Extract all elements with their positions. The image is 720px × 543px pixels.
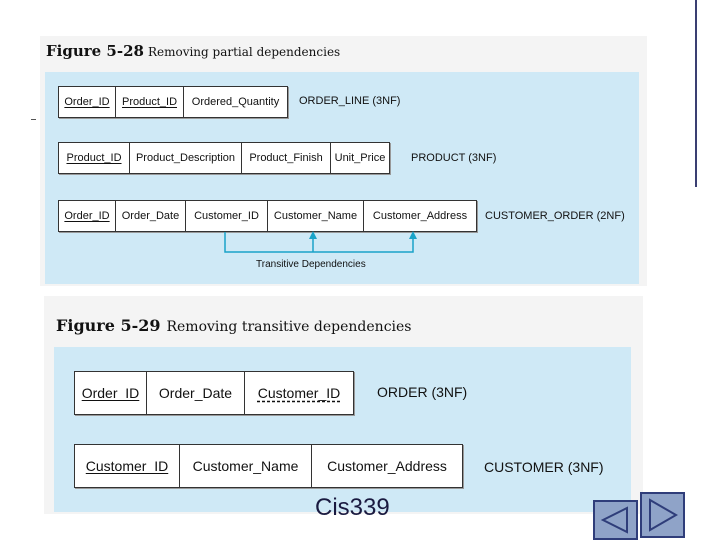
attribute-cell: Order_ID bbox=[59, 87, 116, 117]
attribute-cell: Product_Description bbox=[130, 143, 242, 173]
attribute-cell: Order_Date bbox=[116, 201, 186, 231]
relation-customer: Customer_ID Customer_Name Customer_Addre… bbox=[74, 444, 463, 488]
attribute-cell: Customer_Address bbox=[372, 210, 468, 222]
attribute-cell: Unit_Price bbox=[334, 152, 386, 164]
attribute-cell: Customer_ID bbox=[186, 201, 268, 231]
attribute-cell: Customer_ID bbox=[257, 385, 341, 401]
relation-name: ORDER (3NF) bbox=[377, 384, 468, 400]
figure-panel: Order_ID Order_Date Customer_ID ORDER (3… bbox=[54, 347, 631, 512]
relation-name: ORDER_LINE (3NF) bbox=[299, 95, 401, 107]
attribute-cell: Product_ID bbox=[59, 143, 130, 173]
attribute-cell: Product_ID bbox=[116, 87, 184, 117]
figure-5-29: Figure 5-29 Removing transitive dependenc… bbox=[44, 296, 643, 514]
figure-title: Figure 5-29 Removing transitive dependenc… bbox=[56, 316, 411, 336]
stray-mark bbox=[31, 119, 36, 120]
relation-order: Order_ID Order_Date Customer_ID bbox=[74, 371, 354, 415]
attribute-cell: Product_Finish bbox=[242, 143, 331, 173]
relation-name: CUSTOMER (3NF) bbox=[484, 459, 604, 475]
figure-number: Figure 5-29 bbox=[56, 316, 161, 335]
relation-name: PRODUCT (3NF) bbox=[411, 152, 497, 164]
relation-product: Product_ID Product_Description Product_F… bbox=[58, 142, 390, 174]
relation-name: CUSTOMER_ORDER (2NF) bbox=[485, 210, 625, 222]
figure-caption: Removing transitive dependencies bbox=[166, 319, 412, 335]
attribute-cell: Customer_Name bbox=[268, 201, 364, 231]
triangle-left-icon bbox=[600, 506, 628, 534]
previous-slide-button[interactable] bbox=[593, 500, 638, 540]
slide-border-line bbox=[695, 0, 697, 187]
footer-text: Cis339 bbox=[315, 494, 390, 521]
dependency-label: Transitive Dependencies bbox=[256, 259, 366, 270]
figure-number: Figure 5-28 bbox=[46, 42, 144, 60]
figure-caption: Removing partial dependencies bbox=[147, 45, 341, 59]
triangle-right-icon bbox=[649, 498, 679, 532]
attribute-cell: Customer_Address bbox=[327, 458, 447, 474]
relation-customer-order: Order_ID Order_Date Customer_ID Customer… bbox=[58, 200, 477, 232]
attribute-cell: Order_ID bbox=[75, 372, 147, 414]
transitive-dependency-arrows bbox=[224, 231, 417, 253]
relation-order-line: Order_ID Product_ID Ordered_Quantity bbox=[58, 86, 288, 118]
attribute-cell: Order_Date bbox=[147, 372, 245, 414]
next-slide-button[interactable] bbox=[640, 492, 685, 538]
attribute-cell: Order_ID bbox=[59, 201, 116, 231]
attribute-cell: Customer_ID bbox=[75, 445, 180, 487]
attribute-cell: Customer_Name bbox=[180, 445, 312, 487]
attribute-cell: Ordered_Quantity bbox=[191, 96, 280, 108]
figure-panel: Order_ID Product_ID Ordered_Quantity ORD… bbox=[45, 72, 639, 284]
